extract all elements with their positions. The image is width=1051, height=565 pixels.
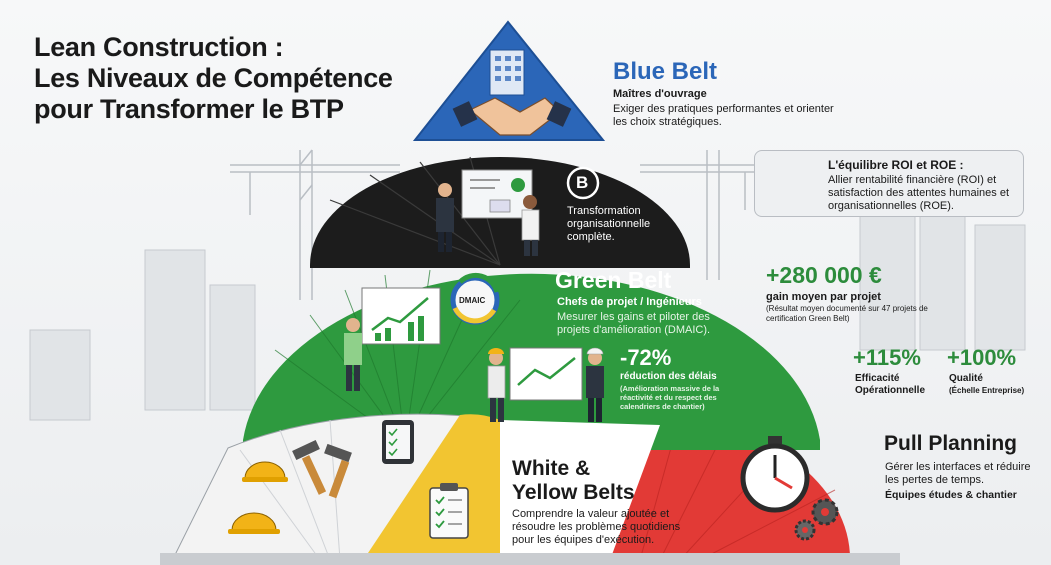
presentation-board-icon <box>461 169 533 219</box>
building-icon <box>489 49 525 96</box>
person-icon <box>344 318 362 391</box>
worker-icon <box>586 347 604 422</box>
gear-icon <box>794 498 839 541</box>
white-panel <box>500 420 660 560</box>
green-belt-title: Green Belt <box>555 267 672 293</box>
clipboard-checklist-icon <box>429 483 469 539</box>
hard-hat-icon <box>242 461 288 482</box>
page-title: Lean Construction : Les Niveaux de Compé… <box>34 32 393 125</box>
delay-reduction-value: -72% <box>620 345 672 370</box>
black-belt-badge-icon <box>566 166 600 200</box>
title-line: pour Transformer le BTP <box>34 94 344 124</box>
analytics-board-icon <box>509 347 583 401</box>
green-belt-description: Mesurer les gains et piloter des projets… <box>557 311 711 336</box>
quality-note: (Échelle Entreprise) <box>949 386 1025 395</box>
dmaic-cycle-icon <box>450 273 500 325</box>
gain-note: (Résultat moyen documenté sur 47 projets… <box>766 304 928 323</box>
roi-box <box>754 150 1024 217</box>
tablet-checklist-icon <box>382 420 414 464</box>
quality-value: +100% <box>947 345 1017 370</box>
gain-value: +280 000 € <box>766 262 882 288</box>
roi-description: Allier rentabilité financière (ROI) et s… <box>828 174 1009 212</box>
person-icon <box>436 183 454 252</box>
efficiency-value: +115% <box>853 345 921 370</box>
black-belt-badge-letter: B <box>576 173 589 192</box>
handshake-icon <box>452 97 572 136</box>
pull-planning-subtitle: Équipes études & chantier <box>885 489 1017 501</box>
title-line: Les Niveaux de Compétence <box>34 63 393 93</box>
stopwatch-icon <box>740 436 810 513</box>
dmaic-label: DMAIC <box>459 296 486 305</box>
green-belt-subtitle: Chefs de projet / Ingénieurs <box>557 296 702 308</box>
title-line: Lean Construction : <box>34 32 284 62</box>
hard-hat-icon <box>228 512 280 534</box>
delay-reduction-label: réduction des délais <box>620 371 717 382</box>
white-yellow-description: Comprendre la valeur ajoutée et résoudre… <box>512 508 681 546</box>
gain-label: gain moyen par projet <box>766 291 881 303</box>
pull-planning-description: Gérer les interfaces et réduire les pert… <box>885 461 1031 486</box>
blue-belt-subtitle: Maîtres d'ouvrage <box>613 88 707 100</box>
base-slab <box>160 553 900 565</box>
chart-board-icon <box>361 287 441 345</box>
hammer-icon <box>292 439 352 499</box>
white-yellow-title-line: Yellow Belts <box>512 481 635 504</box>
pull-planning-title: Pull Planning <box>884 432 1018 455</box>
blue-belt-title: Blue Belt <box>613 58 718 85</box>
crane-left-icon <box>230 149 400 300</box>
quality-label: Qualité <box>949 373 983 384</box>
person-icon <box>521 195 540 256</box>
white-yellow-title-line: White & <box>512 457 591 480</box>
blue-belt-description: Exiger des pratiques performantes et ori… <box>613 103 834 128</box>
efficiency-label: Efficacité Opérationnelle <box>855 373 926 396</box>
black-belt-description: Transformation organisationnelle complèt… <box>567 205 651 243</box>
delay-reduction-note: (Amélioration massive de la réactivité e… <box>620 384 720 411</box>
roi-title: L'équilibre ROI et ROE : <box>828 158 964 172</box>
worker-icon <box>487 348 506 422</box>
white-yellow-title: White & Yellow Belts <box>512 457 635 505</box>
